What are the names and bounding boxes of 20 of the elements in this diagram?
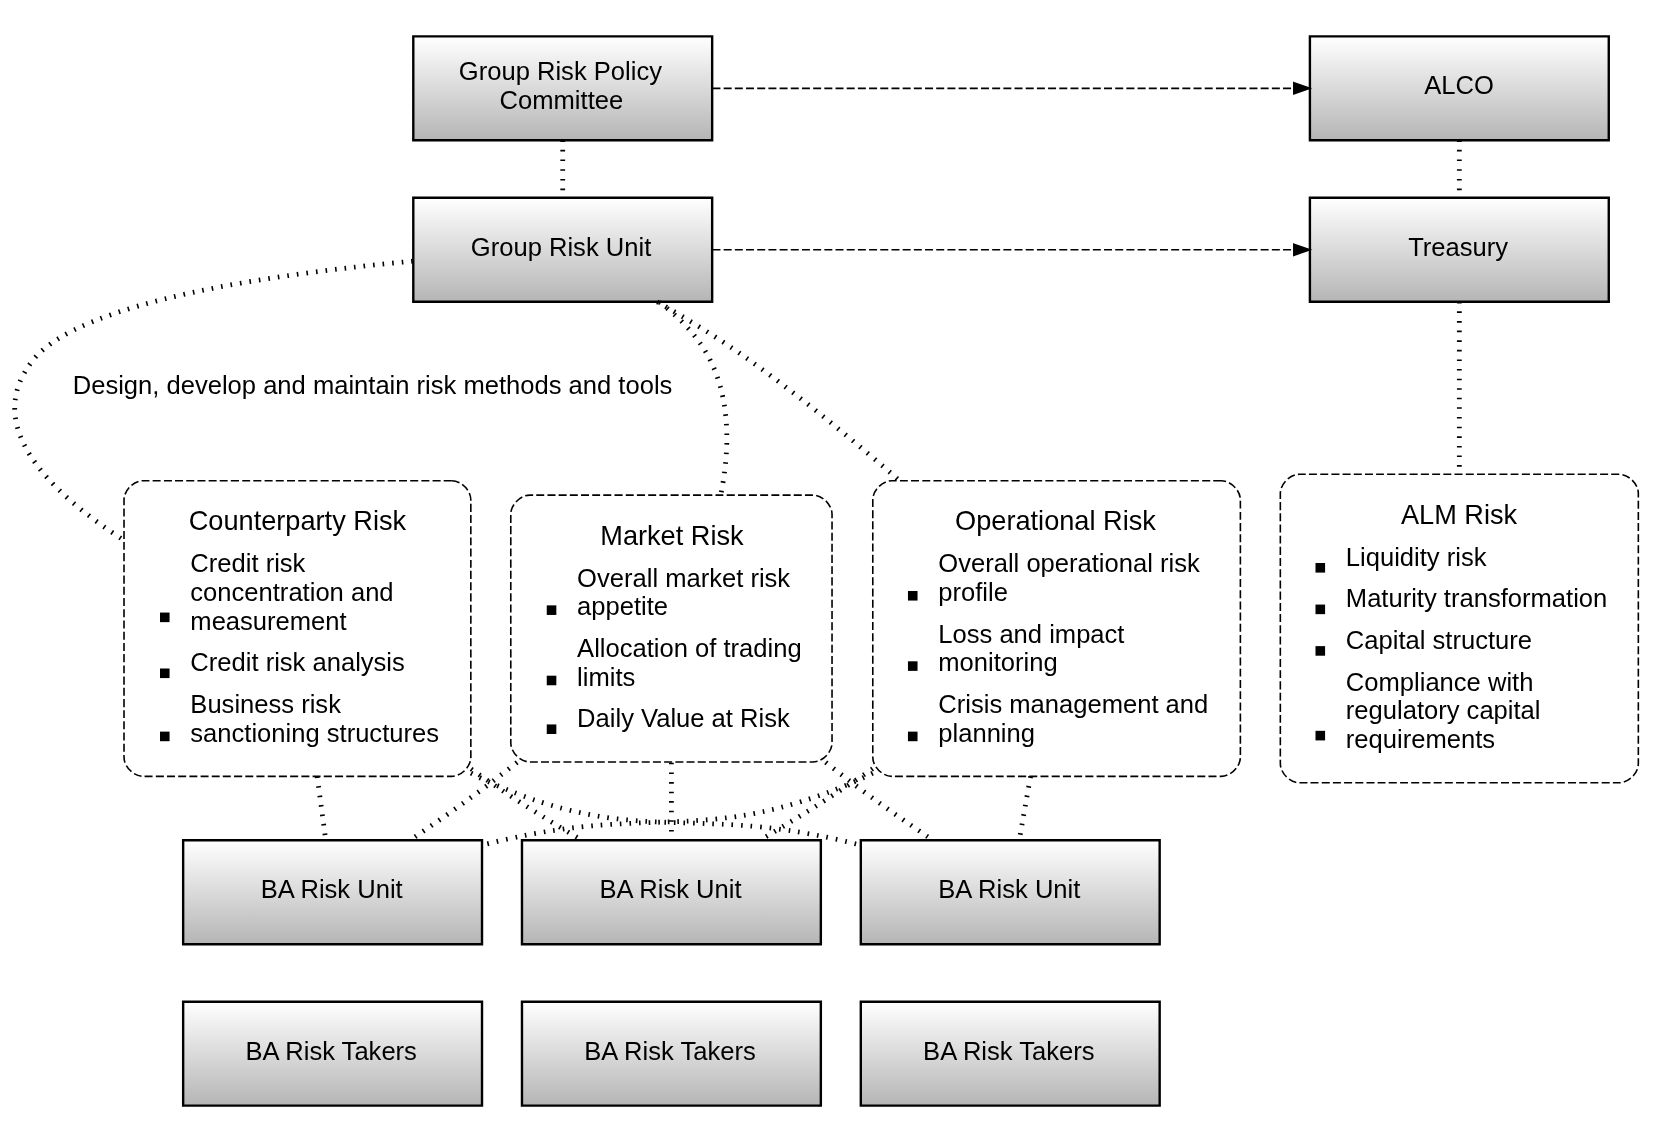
arrow	[711, 81, 1313, 96]
node-box: ALM Risk Liquidity risk Maturity transformation Capital structure Compliance with regulatory capital requirements	[1279, 473, 1640, 784]
node-box: ALCO	[1308, 35, 1610, 142]
node-box: Treasury	[1308, 196, 1610, 303]
connector	[657, 300, 730, 495]
label: Design, develop and maintain risk methods and tools	[72, 371, 673, 400]
node-box: BA Risk Unit	[520, 839, 823, 946]
arrow	[711, 243, 1313, 257]
node-box: Group Risk Policy Committee	[412, 35, 714, 142]
node-box: BA Risk Unit	[181, 839, 484, 946]
node-box: Group Risk Unit	[412, 196, 714, 303]
node-box: BA Risk Takers	[859, 1000, 1161, 1107]
node-box: BA Risk Takers	[181, 1000, 484, 1107]
node-box: Operational Risk Overall operational risk profile Loss and impact monitoring Crisis management and planning	[872, 479, 1242, 778]
connector	[656, 299, 902, 483]
node-box: Counterparty Risk Credit risk concentration and measurement Credit risk analysis Business risk sanctioning structures	[123, 479, 472, 778]
connector	[12, 258, 413, 543]
node-box: BA Risk Takers	[520, 1000, 823, 1107]
node-box: Market Risk Overall market risk appetite Allocation of trading limits Daily Value at Risk	[510, 494, 833, 763]
node-box: BA Risk Unit	[859, 839, 1161, 946]
